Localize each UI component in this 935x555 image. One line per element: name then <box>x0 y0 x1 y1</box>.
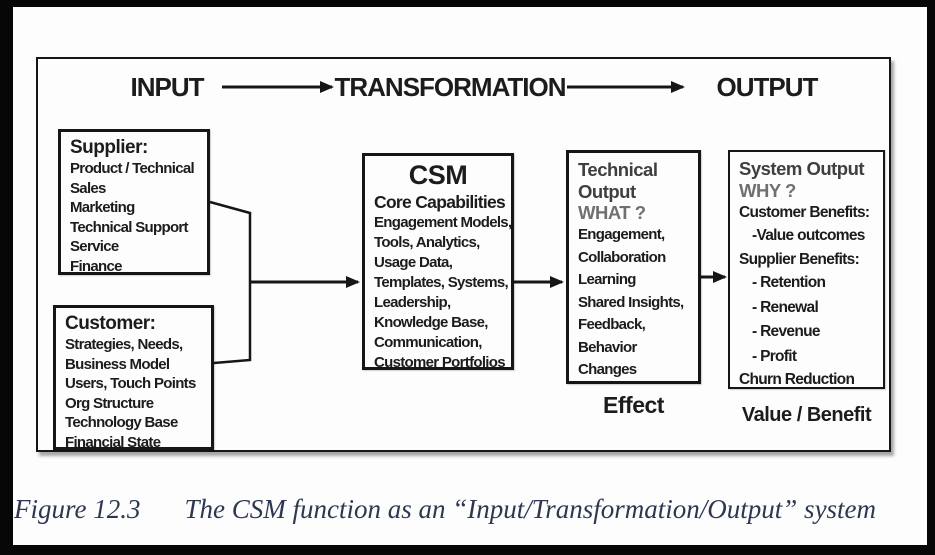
customer-line: Financial State <box>65 433 161 451</box>
technical-output-line: Collaboration <box>578 248 666 266</box>
figure-caption-text: The CSM function as an “Input/Transforma… <box>184 494 877 524</box>
customer-line: Strategies, Needs, <box>65 336 183 353</box>
csm-line: Communication, <box>374 334 482 351</box>
csm-line: Usage Data, <box>374 254 453 271</box>
technical-output-question: WHAT ? <box>578 202 646 223</box>
figure-caption-number: Figure 12.3 <box>14 494 141 524</box>
technical-output-line: Behavior <box>578 338 637 356</box>
supplier-line: Service <box>70 238 119 255</box>
diagram-container: INPUT TRANSFORMATION OUTPUT Supplier: Pr… <box>36 57 891 452</box>
technical-output-line: Changes <box>578 361 637 378</box>
stage-label-input: INPUT <box>130 72 205 102</box>
figure-caption: Figure 12.3 The CSM function as an “Input… <box>14 494 919 525</box>
system-output-line: - Renewal <box>752 298 819 316</box>
csm-line: Tools, Analytics, <box>374 234 480 251</box>
technical-output-box: Technical Output WHAT ? Engagement, Colla… <box>566 150 701 384</box>
csm-line: Leadership, <box>374 294 451 311</box>
csm-title: CSM <box>408 160 468 190</box>
csm-lines: Engagement Models, Tools, Analytics, Usage… <box>374 213 512 373</box>
system-output-box: System Output WHY ? Customer Benefits: -V… <box>728 150 885 389</box>
system-output-line: - Revenue <box>752 323 820 340</box>
customer-line: Users, Touch Points <box>65 375 196 392</box>
customer-line: Technology Base <box>65 414 178 431</box>
supplier-line: Sales <box>70 179 106 197</box>
supplier-line: Technical Support <box>70 218 189 236</box>
supplier-line: Product / Technical <box>70 160 195 177</box>
system-output-line: - Retention <box>752 274 826 291</box>
csm-line: Templates, Systems, <box>374 274 509 291</box>
customer-title: Customer: <box>65 313 156 334</box>
value-benefit-label: Value / Benefit <box>741 404 872 426</box>
supplier-title: Supplier: <box>70 137 148 158</box>
csm-box: CSM Core Capabilities Engagement Models,… <box>362 153 514 373</box>
effect-label: Effect <box>603 392 664 418</box>
supplier-line: Marketing <box>70 199 135 216</box>
system-output-line: Supplier Benefits: <box>739 250 860 268</box>
connector-supplier-customer <box>209 200 252 365</box>
csm-line: Knowledge Base, <box>374 314 488 331</box>
customer-box: Customer: Strategies, Needs, Business Mod… <box>53 305 214 452</box>
system-output-line: Churn Reduction <box>739 371 855 388</box>
system-output-line: Customer Benefits: <box>739 203 870 221</box>
customer-line: Org Structure <box>65 394 154 412</box>
stage-label-output: OUTPUT <box>716 72 819 102</box>
csm-line: Customer Portfolios <box>374 354 506 371</box>
technical-output-title-line2: Output <box>578 180 636 202</box>
technical-output-line: Learning <box>578 271 636 288</box>
system-output-line: -Value outcomes <box>752 227 865 244</box>
technical-output-title-line1: Technical <box>578 159 658 180</box>
system-output-title: System Output <box>739 158 865 179</box>
csm-line: Engagement Models, <box>374 214 512 231</box>
customer-line: Business Model <box>65 355 170 373</box>
technical-output-line: Engagement, <box>578 226 665 243</box>
system-output-line: - Profit <box>752 347 797 365</box>
stage-label-transformation: TRANSFORMATION <box>334 72 566 102</box>
system-output-question: WHY ? <box>739 179 796 201</box>
technical-output-line: Feedback, <box>578 316 646 333</box>
supplier-line: Finance <box>70 257 122 275</box>
technical-output-line: Shared Insights, <box>578 293 684 311</box>
csm-subtitle: Core Capabilities <box>374 192 506 212</box>
